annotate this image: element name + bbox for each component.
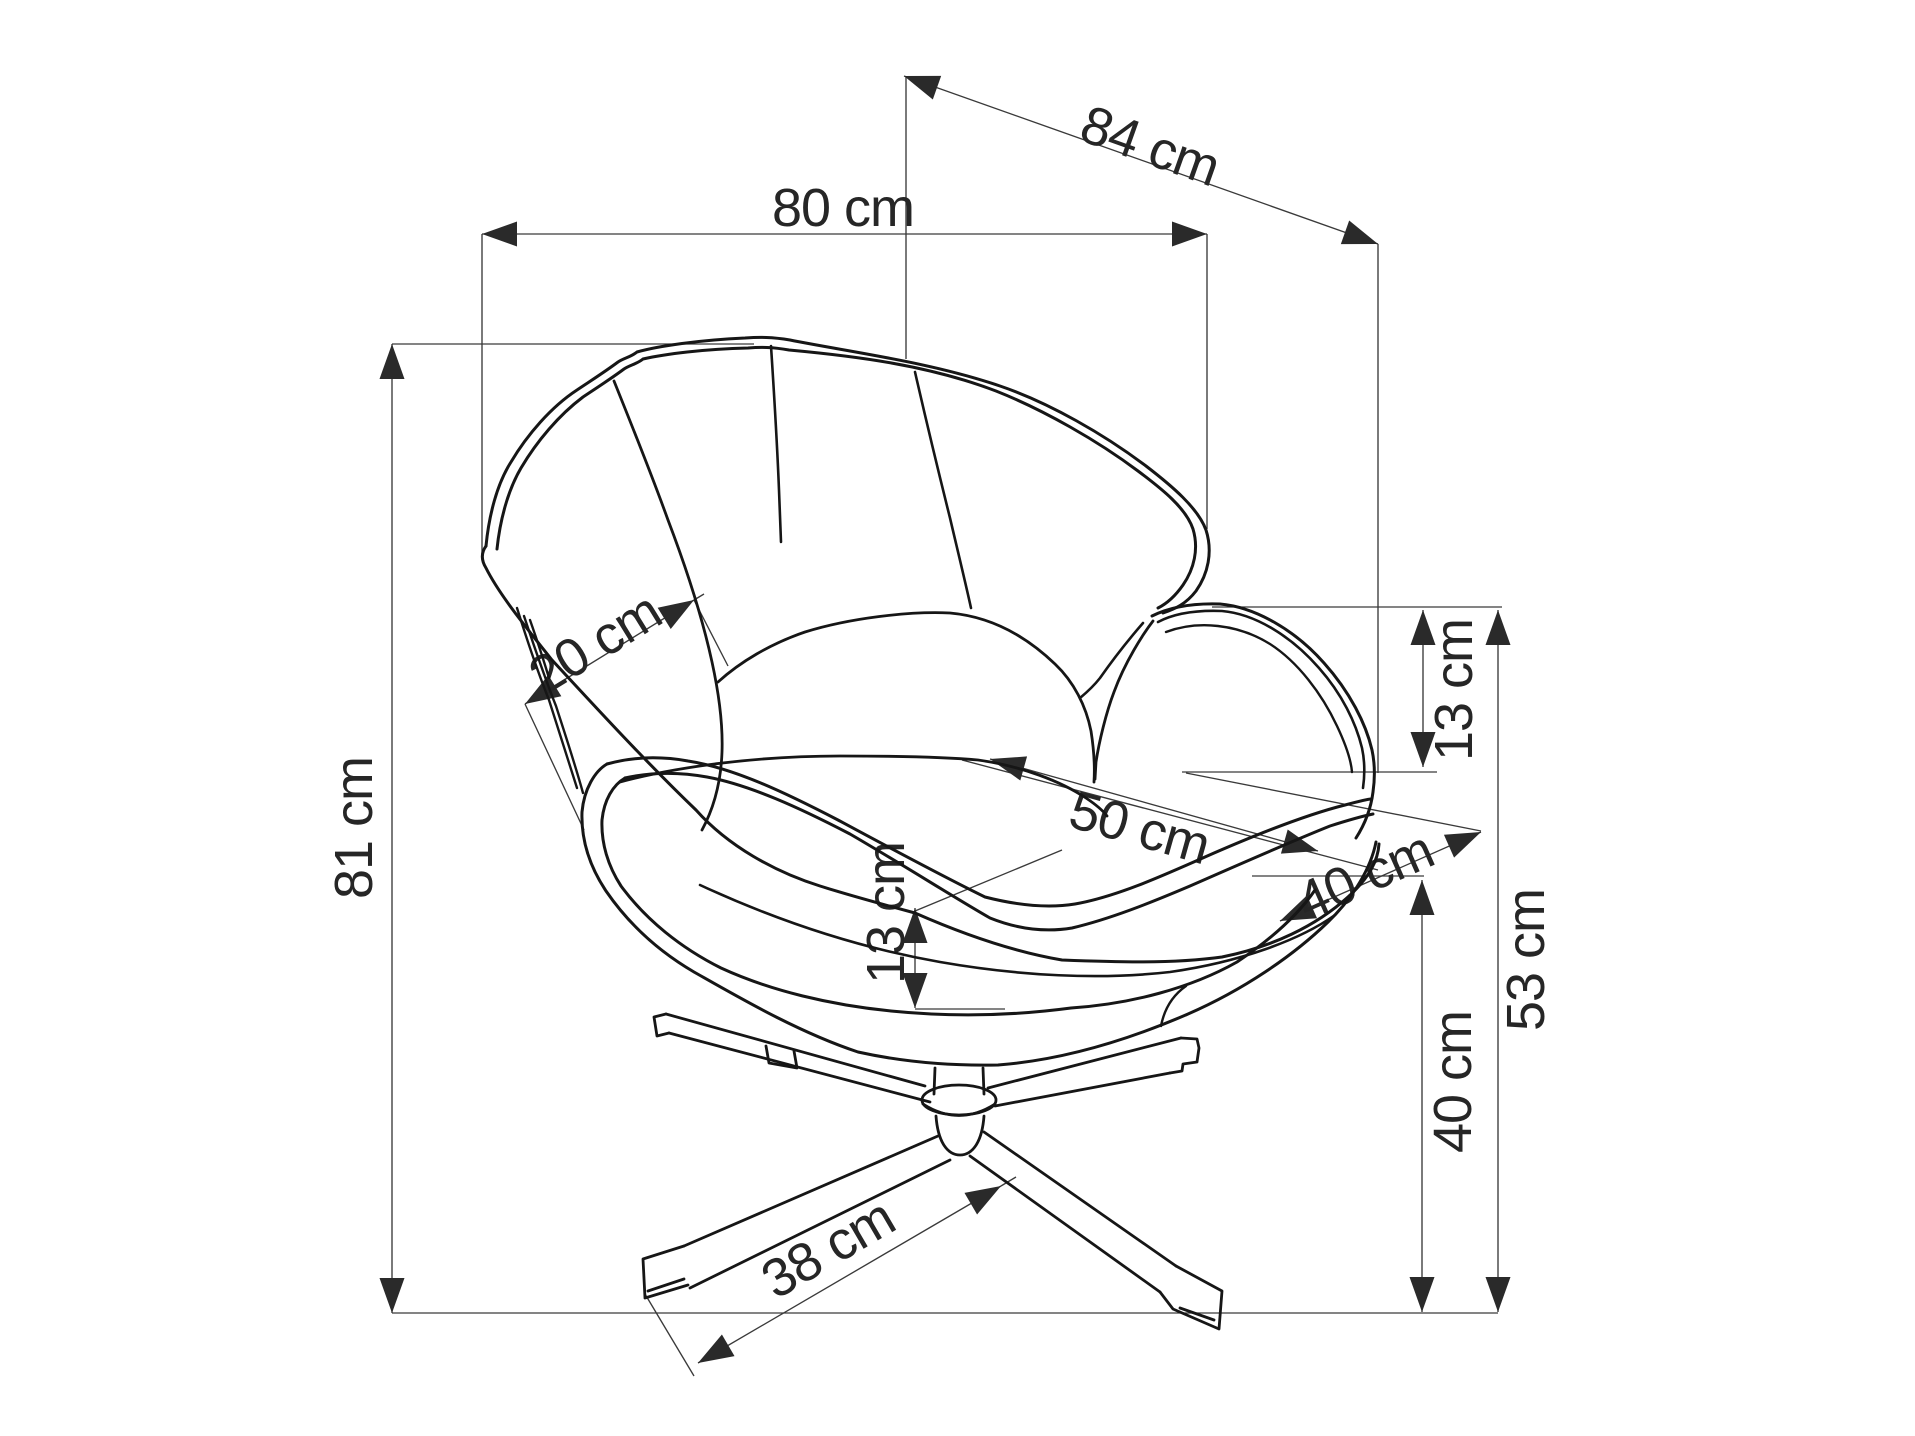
svg-text:81 cm: 81 cm <box>324 757 384 899</box>
svg-text:53 cm: 53 cm <box>1496 889 1556 1031</box>
svg-text:13 cm: 13 cm <box>856 842 916 984</box>
svg-text:13 cm: 13 cm <box>1424 619 1484 761</box>
svg-text:80 cm: 80 cm <box>772 178 914 238</box>
svg-text:40 cm: 40 cm <box>1423 1011 1483 1153</box>
